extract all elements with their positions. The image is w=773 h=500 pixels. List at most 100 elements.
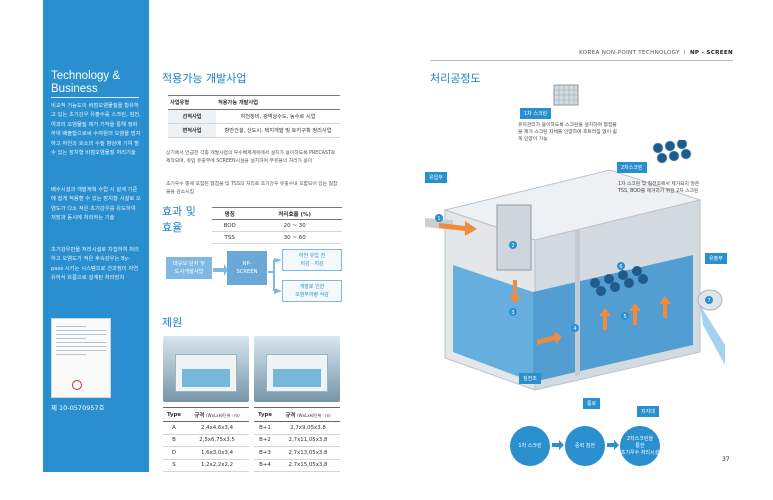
- product-photo: [163, 336, 249, 402]
- table-cell: B+3: [254, 446, 276, 460]
- sidebar-divider: [51, 97, 139, 98]
- table-header-cell: 규격 (WxLxH/단위 : m): [185, 407, 249, 422]
- label-screen2: 2차스크린: [617, 162, 647, 173]
- label-outlet: 유출부: [705, 253, 727, 264]
- step-text: 중력 침전: [575, 442, 595, 449]
- page-number: 37: [722, 456, 730, 463]
- table-cell: S: [163, 459, 185, 472]
- step-text: 초기우수 처리시설: [620, 449, 660, 456]
- table-cell: 30 ~ 60: [247, 231, 342, 244]
- certificate-number: 제 10-0570957호: [51, 404, 105, 412]
- label-inlet: 유입부: [425, 172, 447, 183]
- table-header-cell: 명칭: [212, 207, 248, 220]
- note-screen2: 1차 스크린 및 침전조에서 제거되지 않은 TSS, BOD를 제거하기 위한…: [618, 182, 700, 194]
- section-heading-spec: 제원: [162, 316, 183, 329]
- flow-text: NP-: [242, 261, 252, 267]
- header-unit: (WxLxH/단위 : m): [206, 412, 240, 418]
- use-table: 사업유형 적용가능 개발사업 선적사업 하천정비, 광역상수도, 농수로 시업 …: [168, 95, 340, 138]
- flow-text: SCREEN: [236, 269, 258, 275]
- table-cell: 2,7x13,05x3,8: [276, 446, 340, 460]
- step-text: 2차스크린을: [626, 435, 654, 442]
- heading-line: 효율: [162, 221, 183, 234]
- flow-text: 저감 · 처감: [300, 260, 324, 267]
- table-cell: D: [163, 446, 185, 460]
- label-support: 지지대: [637, 406, 659, 417]
- header-text: 규격: [194, 412, 205, 419]
- cylinder-array-icon: [652, 140, 692, 164]
- sidebar-paragraph: 비교적 거능도의 비점오염물질을 함유하고 있는 초기강우 유출수를 스크린, …: [51, 103, 141, 157]
- label-channel: 통로: [583, 398, 601, 409]
- note-screen1: 유지관리가 용이하도록 스크린을 설치하여 협잡물을 제거 스크린 자체를 인양…: [518, 123, 617, 142]
- section-heading-efficiency: 효과 및 효율: [162, 203, 196, 235]
- step-marker: 6: [619, 264, 622, 270]
- label-screen1: 1차 스크린: [520, 108, 552, 119]
- process-diagram: 1 2 3 4 5 6 7: [425, 169, 725, 391]
- heading-line: 효과 및: [162, 205, 196, 218]
- table-header-row: Type 규격 (WxLxH/단위 : m): [163, 407, 249, 422]
- table-cell: B+4: [254, 459, 276, 472]
- step-marker: 2: [511, 243, 514, 249]
- flow-text: 도시개발사업: [174, 269, 204, 275]
- step-marker: 7: [707, 298, 710, 304]
- table-header-cell: 처리효율 (%): [247, 207, 342, 220]
- table-cell: 2,5x6,75x3,5: [185, 434, 249, 447]
- table-row: TSS 30 ~ 60: [212, 231, 342, 244]
- arrow-right-icon: [607, 440, 619, 450]
- table-cell: B+2: [254, 434, 276, 447]
- table-header-row: 사업유형 적용가능 개발사업: [168, 95, 340, 110]
- patent-certificate-image: [51, 318, 111, 398]
- efficiency-table: 명칭 처리효율 (%) BOD 20 ~ 30 TSS 30 ~ 60: [212, 207, 342, 244]
- page-header: KOREA NON-POINT TECHNOLOGY l NP - SCREEN: [579, 50, 733, 56]
- table-row: BOD 20 ~ 30: [212, 219, 342, 232]
- sidebar-title-line1: Technology &: [51, 70, 121, 82]
- header-product: NP - SCREEN: [689, 50, 733, 56]
- table-header-row: Type 규격 (WxLxH/단위 : m): [254, 407, 340, 422]
- table-cell: 1,6x3,0x3,4: [185, 446, 249, 460]
- mesh-box-icon: [553, 84, 579, 106]
- table-cell-value: 하천정비, 광역상수도, 농수로 시업: [216, 109, 340, 124]
- flow-text: 하천 유입 전: [298, 253, 326, 259]
- flow-text: 개발로 인한: [299, 284, 325, 290]
- table-header-cell: 사업유형: [168, 95, 216, 110]
- label-settle-tank: 침전조: [519, 373, 541, 384]
- use-note: 상기에서 언급한 각종 개발사업의 우수배제계획에서 설치가 용이하도록 PRE…: [166, 151, 336, 164]
- table-header-cell: Type: [163, 407, 185, 422]
- header-unit: (WxLxH/단위 : m): [297, 412, 331, 418]
- section-heading-process: 처리공정도: [430, 72, 481, 85]
- table-cell: 1,2x2,2x2,2: [185, 459, 249, 472]
- step-text: 1차 스크린: [518, 442, 542, 449]
- table-row: 면적사업 항만건설, 신도시, 택지개발 및 토지구획 정리사업: [168, 123, 340, 138]
- table-cell-key: 선적사업: [168, 109, 216, 124]
- table-cell: 2,4x4,6x3,4: [185, 421, 249, 435]
- flow-arrows: [213, 258, 282, 294]
- header-text: KOREA NON-POINT TECHNOLOGY: [579, 50, 680, 56]
- table-cell-value: 항만건설, 신도시, 택지개발 및 토지구획 정리사업: [216, 123, 340, 138]
- header-rule: [430, 60, 733, 61]
- use-note: 초기우수 중에 포함된 협잡물 및 TSS의 처리로 초기강우 유출수내 포함되…: [166, 182, 338, 195]
- table-row: 선적사업 하천정비, 광역상수도, 농수로 시업: [168, 109, 340, 124]
- screen-basket: [496, 204, 532, 271]
- table-cell: 2,7x15,05x3,8: [276, 459, 340, 472]
- flow-np-screen-box: NP- SCREEN: [227, 251, 267, 285]
- step-text: 통한: [635, 442, 645, 449]
- left-sidebar: Technology & Business 비교적 거능도의 비점오염물질을 함…: [43, 0, 149, 472]
- table-cell: 2,7x11,05x3,8: [276, 434, 340, 447]
- table-cell-key: 면적사업: [168, 123, 216, 138]
- step-marker: 5: [623, 314, 626, 320]
- seal-icon: [72, 380, 82, 390]
- step-marker: 3: [511, 310, 514, 316]
- table-cell: B: [163, 434, 185, 447]
- process-step-3: 2차스크린을 통한 초기우수 처리시설: [620, 426, 660, 466]
- sidebar-paragraph: 배수시설과 개발계획 수립 시 설계 기준에 쉽게 적용할 수 있는 장치형 시…: [51, 187, 141, 222]
- flow-outcome-box: 하천 유입 전 저감 · 처감: [282, 249, 342, 271]
- process-step-2: 중력 침전: [565, 426, 605, 466]
- table-header-row: 명칭 처리효율 (%): [212, 207, 342, 220]
- table-header-cell: 규격 (WxLxH/단위 : m): [276, 407, 340, 422]
